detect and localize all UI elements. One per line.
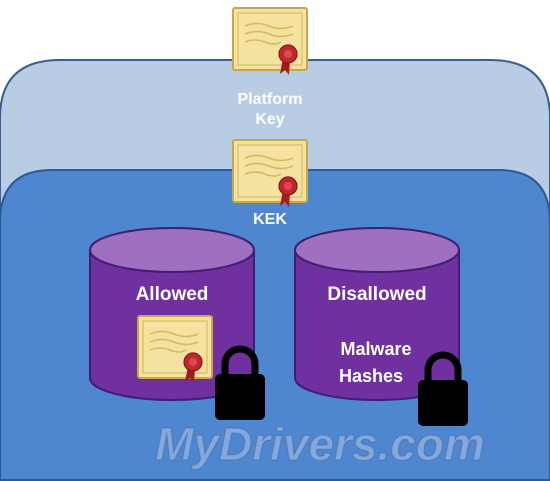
disallowed-label: Disallowed: [327, 284, 426, 305]
allowed-certificate-icon: [137, 315, 213, 384]
kek-label: KEK: [253, 211, 287, 228]
platform-key-label-line2: Key: [255, 111, 284, 128]
allowed-label: Allowed: [136, 284, 209, 305]
platform-key-certificate-icon: [232, 7, 308, 76]
watermark: MyDrivers.com: [155, 418, 485, 470]
platform-key-label-line1: Platform: [238, 91, 303, 108]
kek-certificate-icon: [232, 139, 308, 208]
malware-hashes-label-line1: Malware: [340, 339, 411, 359]
malware-hashes-label-line2: Hashes: [339, 366, 403, 386]
